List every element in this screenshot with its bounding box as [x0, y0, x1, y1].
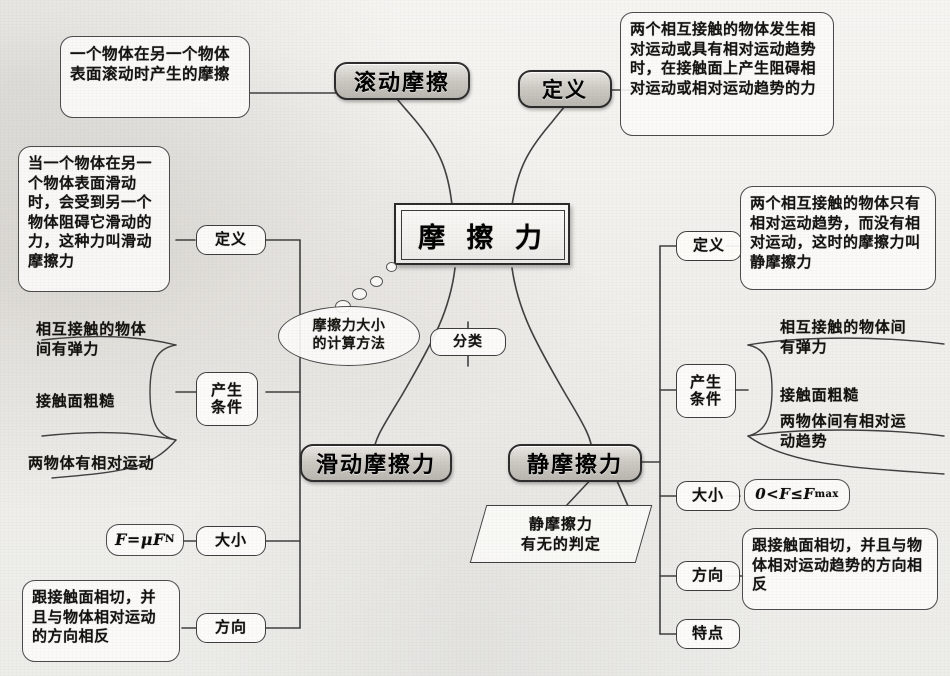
sliding-definition-description: 当一个物体在另一个物体表面滑动时，会受到另一个物体阻碍它滑动的力，这种力叫滑动摩… — [18, 146, 170, 292]
static-friction-note: 静摩擦力 有无的判定 — [469, 505, 653, 563]
thought-bubble-line2: 的计算方法 — [312, 336, 386, 352]
rolling-friction-description-text: 一个物体在另一个物体表面滚动时产生的摩擦 — [70, 45, 231, 84]
static-definition-label: 定义 — [692, 236, 725, 255]
sliding-formula-text: F=μF — [115, 529, 165, 549]
static-condition-3-line2: 动趋势 — [780, 431, 828, 450]
static-formula-text: 0<F≤F — [755, 485, 815, 504]
static-condition-item-3: 两物体间有相对运 动趋势 — [780, 412, 950, 452]
sliding-direction-description-text: 跟接触面相切，并且与物体相对运动的方向相反 — [32, 588, 157, 645]
static-note-line2: 有无的判定 — [520, 534, 601, 552]
static-direction-node[interactable]: 方向 — [676, 561, 740, 591]
sliding-magnitude-node[interactable]: 大小 — [196, 526, 266, 556]
classification-label: 分类 — [453, 333, 483, 350]
sliding-magnitude-label: 大小 — [214, 531, 247, 550]
sliding-direction-description: 跟接触面相切，并且与物体相对运动的方向相反 — [22, 580, 180, 662]
static-conditions-node[interactable]: 产生 条件 — [676, 364, 736, 418]
sliding-definition-label: 定义 — [214, 230, 247, 249]
center-title-label: 摩 擦 力 — [401, 210, 565, 260]
static-feature-node[interactable]: 特点 — [676, 619, 740, 649]
sliding-condition-2-line1: 接触面粗糙 — [36, 392, 116, 410]
static-direction-description-text: 跟接触面相切，并且与物体相对运动趋势的方向相反 — [752, 536, 923, 593]
static-condition-1-line2: 有弹力 — [780, 337, 828, 356]
static-direction-description: 跟接触面相切，并且与物体相对运动趋势的方向相反 — [742, 528, 938, 610]
top-definition-label: 定义 — [542, 78, 588, 102]
sliding-condition-3-line1: 两物体有相对运动 — [28, 454, 155, 472]
static-definition-description-text: 两个相互接触的物体只有相对运动趋势，而没有相对运动，这时的摩擦力叫静摩擦力 — [750, 194, 921, 271]
static-definition-description: 两个相互接触的物体只有相对运动趋势，而没有相对运动，这时的摩擦力叫静摩擦力 — [740, 186, 936, 290]
thought-bubble: 摩擦力大小 的计算方法 — [278, 306, 420, 366]
sliding-direction-label: 方向 — [214, 618, 247, 637]
sliding-conditions-label-line2: 条件 — [210, 398, 243, 416]
static-feature-label: 特点 — [691, 624, 724, 643]
top-definition-node[interactable]: 定义 — [518, 70, 612, 108]
static-conditions-label-line1: 产生 — [689, 372, 722, 391]
sliding-friction-label: 滑动摩擦力 — [315, 453, 436, 478]
static-direction-label: 方向 — [691, 566, 724, 585]
sliding-definition-node[interactable]: 定义 — [196, 225, 266, 255]
static-condition-3-line1: 两物体间有相对运 — [780, 412, 907, 430]
static-condition-item-1: 相互接触的物体间 有弹力 — [780, 318, 950, 358]
sliding-conditions-label-line1: 产生 — [210, 380, 243, 399]
center-title-node: 摩 擦 力 — [394, 203, 570, 265]
top-definition-description: 两个相互接触的物体发生相对运动或具有相对运动趋势时，在接触面上产生阻碍相对运动或… — [620, 12, 834, 136]
static-magnitude-label: 大小 — [691, 486, 724, 505]
sliding-condition-item-1: 相互接触的物体 间有弹力 — [36, 320, 196, 360]
sliding-formula-subscript: N — [164, 533, 175, 546]
static-conditions-label-line2: 条件 — [689, 390, 722, 408]
classification-node[interactable]: 分类 — [430, 328, 506, 356]
rolling-friction-label: 滚动摩擦 — [353, 71, 450, 96]
static-friction-label: 静摩擦力 — [526, 453, 623, 478]
top-definition-description-text: 两个相互接触的物体发生相对运动或具有相对运动趋势时，在接触面上产生阻碍相对运动或… — [630, 20, 817, 97]
static-formula-subscript: max — [814, 488, 839, 500]
static-condition-1-line1: 相互接触的物体间 — [780, 318, 907, 336]
thought-dot-2 — [370, 276, 383, 287]
sliding-direction-node[interactable]: 方向 — [196, 613, 266, 643]
sliding-condition-item-3: 两物体有相对运动 — [28, 454, 200, 474]
thought-dot-3 — [352, 288, 367, 300]
static-magnitude-node[interactable]: 大小 — [676, 481, 740, 511]
static-friction-note-text: 静摩擦力 有无的判定 — [521, 515, 601, 554]
sliding-condition-1-line1: 相互接触的物体 — [36, 320, 147, 338]
rolling-friction-branch[interactable]: 滚动摩擦 — [334, 62, 470, 100]
sliding-condition-1-line2: 间有弹力 — [36, 339, 100, 358]
sliding-definition-description-text: 当一个物体在另一个物体表面滑动时，会受到另一个物体阻碍它滑动的力，这种力叫滑动摩… — [28, 154, 153, 270]
sliding-friction-branch[interactable]: 滑动摩擦力 — [300, 444, 452, 482]
thought-bubble-line1: 摩擦力大小 — [312, 318, 386, 335]
rolling-friction-description: 一个物体在另一个物体表面滚动时产生的摩擦 — [60, 36, 250, 118]
static-definition-node[interactable]: 定义 — [676, 231, 742, 261]
sliding-conditions-node[interactable]: 产生 条件 — [196, 372, 258, 426]
thought-dot-1 — [386, 262, 397, 272]
sliding-condition-item-2: 接触面粗糙 — [36, 392, 196, 412]
static-note-line1: 静摩擦力 — [528, 514, 593, 533]
static-friction-branch[interactable]: 静摩擦力 — [508, 444, 642, 482]
static-condition-item-2: 接触面粗糙 — [780, 386, 950, 406]
static-condition-2-line1: 接触面粗糙 — [780, 386, 860, 404]
